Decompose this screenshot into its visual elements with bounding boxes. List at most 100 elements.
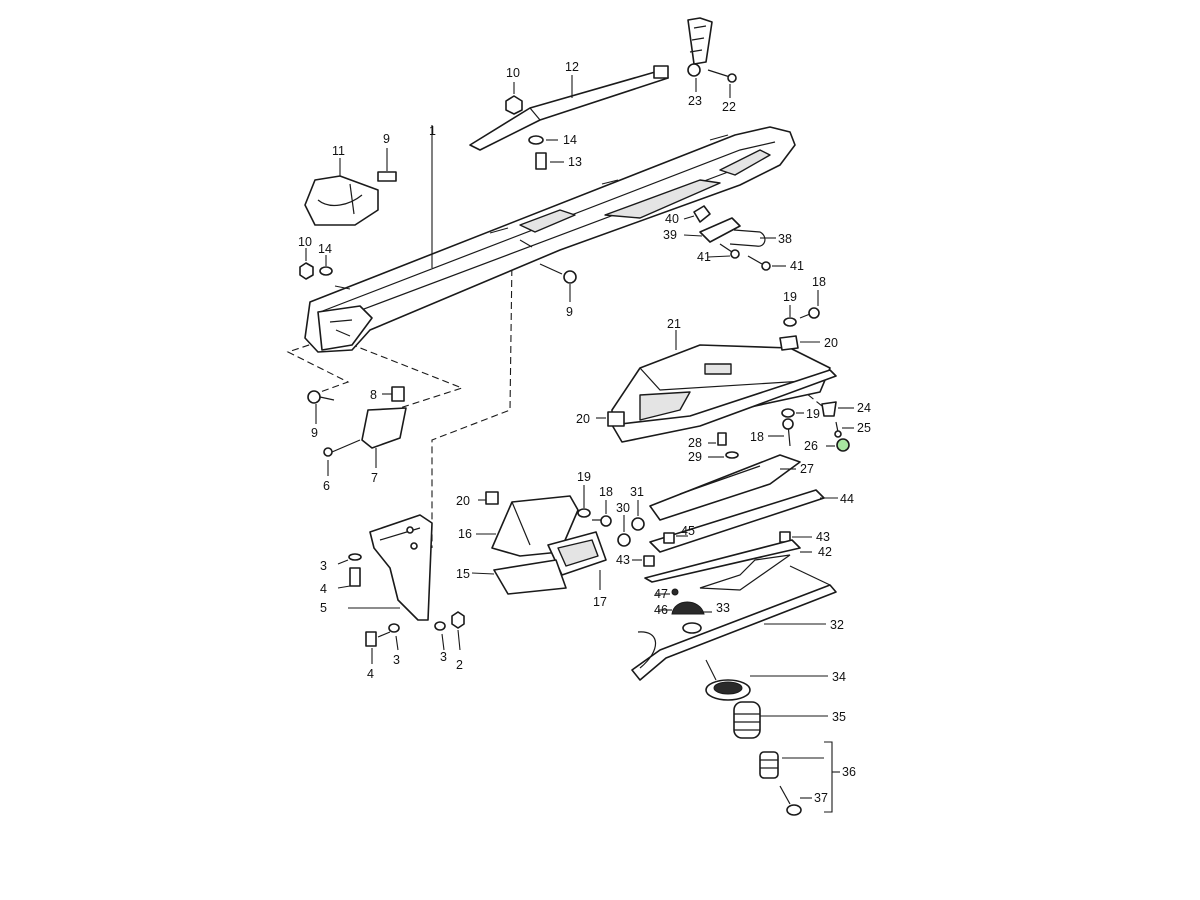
callout-20: 20 — [456, 494, 470, 508]
part-9-bolt-lower-left — [307, 390, 335, 424]
part-43-screw-a — [779, 531, 812, 543]
callout-19: 19 — [783, 290, 797, 304]
callout-17: 17 — [593, 595, 607, 609]
part-4-bolt-a — [337, 567, 361, 589]
callout-42: 42 — [818, 545, 832, 559]
part-37-key — [779, 785, 812, 816]
callout-6: 6 — [323, 479, 330, 493]
callout-20: 20 — [824, 336, 838, 350]
part-1-dashboard-carrier — [304, 125, 796, 353]
part-36-lock-cylinder-group — [759, 741, 840, 813]
part-25-pin — [834, 421, 854, 438]
part-21-glovebox — [611, 330, 837, 443]
part-7-plate — [361, 407, 407, 468]
callout-24: 24 — [857, 401, 871, 415]
part-44-lid-panel — [649, 489, 838, 553]
part-18-screw-right-top — [799, 290, 820, 319]
part-41-bolt-a — [707, 243, 740, 259]
part-39-bracket — [683, 217, 741, 243]
part-18-screw-mid — [768, 418, 794, 447]
callout-33: 33 — [716, 601, 730, 615]
callout-19: 19 — [806, 407, 820, 421]
part-43-screw-b — [632, 555, 655, 567]
part-6-screw — [323, 439, 361, 476]
part-45-screw — [663, 532, 688, 544]
part-19-washer-middle — [577, 485, 591, 518]
callout-28: 28 — [688, 436, 702, 450]
callout-10: 10 — [298, 235, 312, 249]
part-9-bolt-middle — [539, 263, 577, 302]
callout-40: 40 — [665, 212, 679, 226]
part-22-screw — [707, 69, 737, 98]
callout-21: 21 — [667, 317, 681, 331]
callout-16: 16 — [458, 527, 472, 541]
callout-15: 15 — [456, 567, 470, 581]
callout-9: 9 — [566, 305, 573, 319]
callout-18: 18 — [750, 430, 764, 444]
callout-11: 11 — [332, 144, 345, 158]
callout-12: 12 — [565, 60, 579, 74]
part-3-washer-b — [388, 623, 400, 651]
callout-30: 30 — [616, 501, 630, 515]
callout-8: 8 — [370, 388, 377, 402]
part-28-bolt — [708, 432, 727, 446]
callout-10: 10 — [506, 66, 520, 80]
part-46-knob-cap — [658, 601, 705, 615]
callout-37: 37 — [814, 791, 828, 805]
callout-labels: 1 2 3 3 3 4 4 5 6 7 8 9 9 9 10 10 11 12 … — [298, 60, 871, 805]
callout-46: 46 — [654, 603, 668, 617]
part-23-hinge-bracket — [687, 17, 713, 92]
part-13-bolt — [535, 152, 564, 170]
callout-3: 3 — [393, 653, 400, 667]
callout-1: 1 — [429, 124, 436, 138]
part-27-hinge-strip — [649, 454, 801, 521]
part-16-box — [476, 495, 579, 557]
part-14-washer-left — [319, 255, 351, 290]
part-14-washer-top — [528, 135, 558, 145]
callout-45: 45 — [681, 524, 695, 538]
callout-47: 47 — [654, 587, 668, 601]
part-30-screw — [617, 515, 631, 547]
callout-5: 5 — [320, 601, 327, 615]
callout-29: 29 — [688, 450, 702, 464]
callout-26: 26 — [804, 439, 818, 453]
part-35-lock-housing — [733, 701, 828, 739]
callout-41: 41 — [790, 259, 804, 273]
callout-23: 23 — [688, 94, 702, 108]
part-32-lid-frame — [631, 554, 837, 681]
part-33-hole — [682, 611, 712, 634]
callout-25: 25 — [857, 421, 871, 435]
part-17-tray — [547, 531, 607, 590]
callout-32: 32 — [830, 618, 844, 632]
part-41-bolt-b — [747, 255, 786, 271]
part-4-bolt-b — [365, 631, 391, 664]
callout-44: 44 — [840, 492, 854, 506]
part-19-washer-right-top — [783, 305, 797, 327]
part-42-trim — [644, 539, 812, 583]
callout-39: 39 — [663, 228, 677, 242]
part-3-washer-a — [337, 553, 362, 565]
part-19-washer-mid — [781, 408, 804, 418]
callout-35: 35 — [832, 710, 846, 724]
part-2-nut — [451, 611, 465, 651]
callout-20: 20 — [576, 412, 590, 426]
callout-7: 7 — [371, 471, 378, 485]
callout-4: 4 — [367, 667, 374, 681]
part-31-grommet — [631, 500, 645, 531]
part-29-washer — [708, 451, 739, 459]
part-11-bracket — [304, 158, 379, 226]
part-3-washer-c — [434, 621, 446, 651]
callout-3: 3 — [440, 650, 447, 664]
part-5-support-bracket — [348, 514, 433, 621]
part-10-nut-top — [505, 82, 523, 115]
part-24-latch — [821, 401, 854, 417]
part-18-screw-middle — [592, 500, 612, 527]
part-47-stud — [656, 588, 679, 596]
callout-4: 4 — [320, 582, 327, 596]
part-9-bolt-top-left — [377, 148, 397, 182]
callout-18: 18 — [812, 275, 826, 289]
callout-27: 27 — [800, 462, 814, 476]
part-38-bail — [729, 229, 776, 247]
callout-19: 19 — [577, 470, 591, 484]
